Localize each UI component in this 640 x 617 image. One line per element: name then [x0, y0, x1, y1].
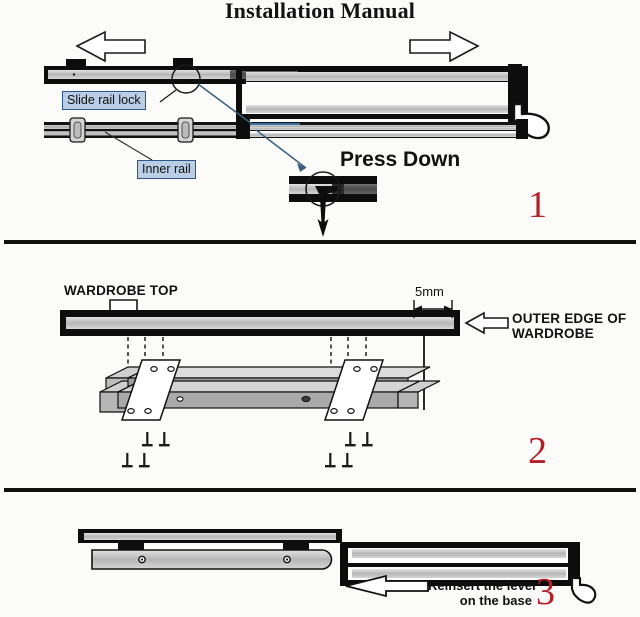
slide-rail-lock-circle	[171, 64, 201, 94]
reinsert-label-line1: Reinsert the lever	[428, 578, 538, 593]
divider-1	[4, 240, 636, 244]
gap-dimension-label: 5mm	[415, 284, 444, 299]
step-1-artwork	[44, 30, 550, 237]
mounting-bracket-right	[323, 359, 385, 421]
step-2-number: 2	[528, 430, 547, 472]
step-3-artwork	[78, 529, 597, 604]
lever-tab-right	[283, 543, 309, 552]
divider-2	[4, 488, 636, 492]
slide-rail-lock-leader	[159, 89, 177, 103]
outer-edge-arrow	[464, 311, 509, 335]
step-1-number: 1	[528, 184, 547, 226]
press-down-arrow	[317, 188, 329, 237]
outer-edge-label: OUTER EDGE OF WARDROBE	[512, 311, 626, 341]
rail-screw-hole	[301, 395, 311, 403]
rail-screw-hole	[176, 396, 184, 402]
step-2-artwork	[60, 299, 509, 468]
reinsert-label: Reinsert the lever on the base	[428, 578, 538, 608]
screw-symbols	[122, 432, 373, 468]
rail-tab-lock	[173, 58, 193, 67]
pull-left-arrow	[75, 30, 146, 63]
inner-rail-leader	[104, 131, 153, 161]
lever-tab-left	[118, 543, 144, 552]
page-title: Installation Manual	[224, 0, 416, 23]
step-3-number: 3	[536, 571, 555, 613]
press-down-detail	[289, 171, 377, 237]
lock-to-inner-leader	[197, 83, 253, 125]
press-down-label: Press Down	[340, 148, 461, 171]
reinsert-label-line2: on the base	[459, 593, 532, 608]
outer-edge-label-line2: WARDROBE	[512, 326, 594, 341]
slide-rail-lock-label: Slide rail lock	[62, 91, 146, 110]
pull-right-arrow	[409, 30, 480, 63]
mounting-bracket-left	[120, 359, 182, 421]
inner-rail-lock-block	[236, 119, 250, 139]
lever-pull-loop	[570, 576, 597, 604]
inner-to-detail-leader	[255, 129, 307, 169]
inner-rail-end-cap	[516, 119, 528, 139]
inner-rail-label: Inner rail	[137, 160, 196, 179]
gap-dimension-marks	[413, 300, 453, 318]
rail-tab-left	[66, 59, 86, 67]
outer-edge-label-line1: OUTER EDGE OF	[512, 311, 627, 326]
reinsert-arrow	[345, 574, 429, 598]
wardrobe-top-label: WARDROBE TOP	[64, 283, 178, 298]
